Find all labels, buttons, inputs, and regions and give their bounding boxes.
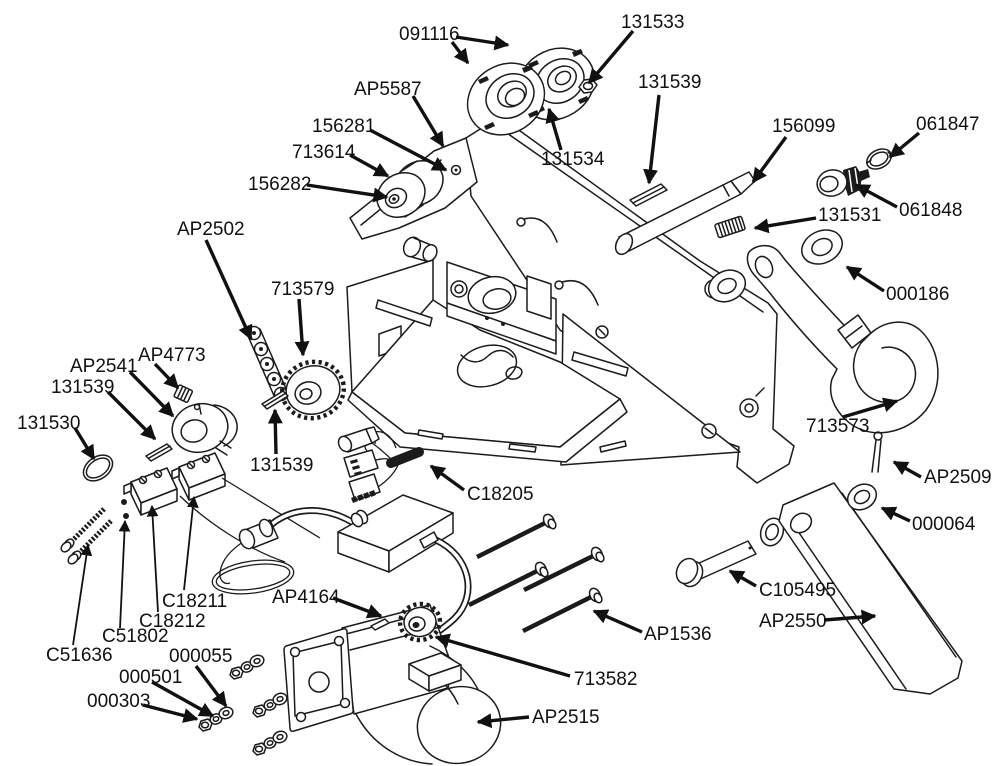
leader-arrows [72,29,922,729]
harness-sleeve [386,447,424,468]
part-label-000055: 000055 [169,646,232,667]
wire-loop [211,559,295,595]
tube-156099 [614,171,756,256]
part-label-ap2502: AP2502 [177,219,245,240]
main-frame [346,116,795,484]
part-label-713579: 713579 [271,279,334,300]
part-label-000186: 000186 [886,284,949,305]
roller-pulley [376,160,444,218]
switch-wire-1 [221,477,321,539]
small-fastener-dot-1 [121,499,127,505]
part-label-ap2515: AP2515 [532,707,600,728]
washer-000064 [846,483,878,511]
micro-switch-1 [123,467,178,516]
part-label-ap2541: AP2541 [70,356,138,377]
part-label-156099: 156099 [772,116,835,137]
part-label-c51636: C51636 [46,645,113,666]
part-label-ap4164: AP4164 [272,587,340,608]
part-label-c18212: C18212 [139,611,206,632]
part-label-ap4773: AP4773 [138,345,206,366]
part-label-156281: 156281 [312,116,375,137]
washer-strap-left [759,517,785,547]
part-label-131534: 131534 [541,149,605,170]
key-131539-left [145,443,173,462]
part-label-c105495: C105495 [759,580,836,601]
part-label-061848: 061848 [899,200,962,221]
part-label-713582: 713582 [574,669,637,690]
washer-000186-a [801,229,843,265]
clevis-pin-c105495 [675,540,757,588]
part-labels: 091116 131533 AP5587 156281 713614 15628… [17,12,992,728]
control-box [268,494,472,642]
part-label-c51802: C51802 [102,626,169,647]
part-label-c18205: C18205 [467,484,534,505]
part-label-131539-center: 131539 [250,455,313,476]
part-label-131539-left: 131539 [51,377,114,398]
part-label-000064: 000064 [912,514,976,535]
fastener-cluster-1 [229,654,265,680]
part-label-131533: 131533 [621,12,684,33]
screws-c51636 [60,507,113,565]
hook-arm-713573 [746,244,939,434]
fastener-cluster-2 [252,692,288,718]
part-label-ap5587: AP5587 [354,79,422,100]
part-label-c18211: C18211 [162,591,227,612]
o-ring-131530 [82,454,114,482]
fastener-cluster-4 [252,730,288,756]
sprocket-713582 [397,601,443,643]
part-label-713614: 713614 [292,142,356,163]
locknut-061847 [866,148,892,170]
part-label-131530: 131530 [17,413,80,434]
strap-ap2550 [778,482,963,695]
bolts-ap1536 [467,513,605,634]
key-131539-center [261,390,289,410]
washer-000186-b [707,269,747,303]
part-label-ap1536: AP1536 [644,624,712,645]
part-label-713573: 713573 [806,416,869,437]
small-fastener-dot-2 [123,513,129,519]
part-label-061847: 061847 [916,114,979,135]
cotter-pin-ap2509 [871,431,883,473]
part-label-000303: 000303 [87,691,150,712]
round-connector [219,518,279,585]
micro-switch-2 [171,452,226,501]
sprocket-713579 [279,359,347,421]
part-label-ap2550: AP2550 [759,611,827,632]
part-label-131539-top: 131539 [638,72,701,93]
gearmotor-ap2515 [283,604,502,765]
spring-131531 [714,215,746,239]
part-label-091116: 091116 [399,24,460,45]
collar-ap2541 [171,402,238,456]
harness-c18205 [337,426,424,503]
set-screw-ap4773 [173,384,194,403]
fastener-cluster-3 [198,706,234,732]
part-label-ap2509: AP2509 [924,467,992,488]
part-label-131531: 131531 [818,205,881,226]
fitting-061848 [816,166,870,197]
part-label-000501: 000501 [119,667,182,688]
key-131539-top [629,183,668,207]
key-ap4164 [370,618,390,631]
flange-bearing-front [466,62,546,136]
part-label-156282: 156282 [248,174,311,195]
